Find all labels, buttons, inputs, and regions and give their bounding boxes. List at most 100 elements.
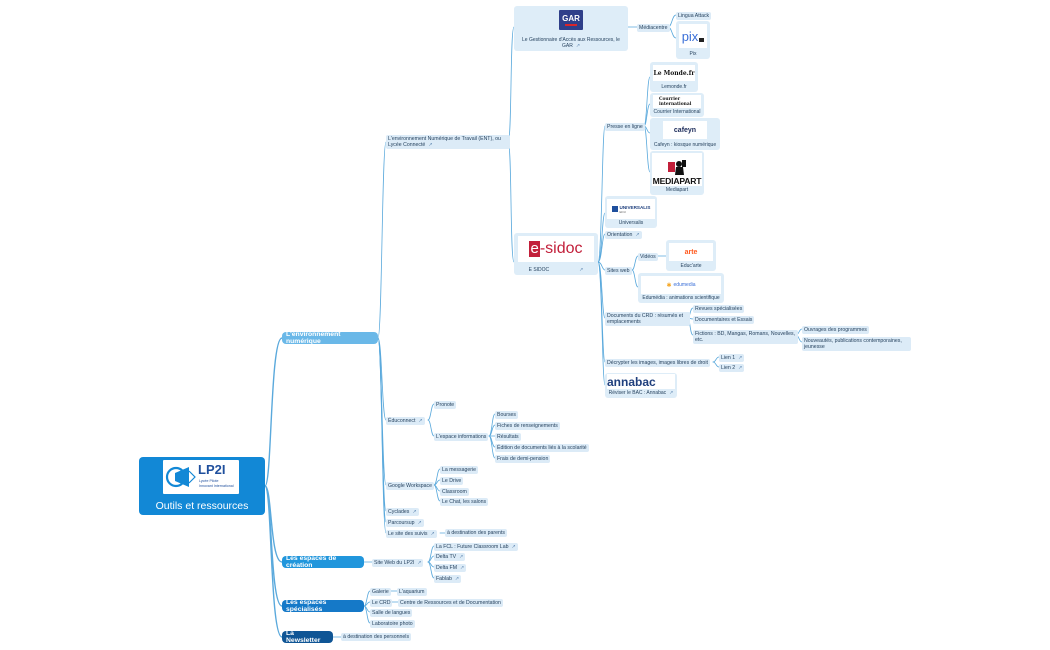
topic-messagerie[interactable]: La messagerie [440, 466, 479, 474]
topic-google-workspace[interactable]: Google Workspace [386, 482, 435, 490]
courrier-card[interactable]: Courrier international Courrier Internat… [650, 93, 704, 117]
topic-ent[interactable]: L'environnement Numérique de Travail (EN… [386, 135, 510, 149]
mediapart-card[interactable]: MEDIAPART Mediapart [650, 151, 704, 195]
topic-orientation[interactable]: Orientation↗ [605, 231, 642, 239]
topic-bourses[interactable]: Bourses [495, 411, 519, 419]
link-icon[interactable]: ↗ [454, 576, 460, 582]
topic-frais-demi-pension[interactable]: Frais de demi-pension [495, 455, 551, 463]
esidoc-caption: E SIDOC↗ [528, 267, 584, 273]
branch-label: L'environnement numérique [286, 331, 341, 345]
link-icon[interactable]: ↗ [460, 565, 465, 571]
topic-fiches-renseignements[interactable]: Fiches de renseignements [495, 422, 560, 430]
topic-site-web-lp2i[interactable]: Site Web du LP2I↗ [372, 559, 424, 567]
newsletter-note: à destination des personnels [341, 633, 412, 641]
link-icon[interactable]: ↗ [738, 355, 743, 361]
link-icon[interactable]: ↗ [412, 509, 417, 515]
link-icon[interactable]: ↗ [575, 43, 581, 49]
topic-documents-crd[interactable]: Documents du CRD : résumés et emplacemen… [605, 312, 690, 326]
root-topic[interactable]: LP2I Lycée Pilote Innovant International… [139, 457, 265, 515]
universalis-card[interactable]: UNIVERSALIS EDU Universalis [605, 196, 657, 228]
branch-espaces-creation[interactable]: Les espaces de création [282, 555, 364, 569]
edumedia-mark-icon: ✱ [666, 282, 672, 289]
link-icon[interactable]: ↗ [418, 418, 423, 424]
edumedia-card[interactable]: ✱ edumedia Edumédia : animations scienti… [638, 273, 724, 303]
link-icon[interactable]: ↗ [430, 531, 435, 537]
esidoc-card[interactable]: e -sidoc E SIDOC↗ [514, 233, 598, 275]
branch-label: Les espaces spécialisés [286, 599, 327, 613]
link-icon[interactable]: ↗ [635, 232, 640, 238]
link-icon[interactable]: ↗ [428, 142, 433, 148]
topic-delta-fm[interactable]: Delta FM↗ [434, 564, 467, 572]
branch-label: La Newsletter [286, 630, 321, 644]
educarte-card[interactable]: arte Educ'arte [666, 240, 716, 271]
educarte-logo: arte [669, 243, 713, 261]
gar-card[interactable]: GAR Le Gestionnaire d'Accès aux Ressourc… [514, 6, 628, 51]
courrier-caption: Courrier International [653, 109, 701, 115]
topic-classroom[interactable]: Classroom [440, 488, 469, 496]
topic-fablab[interactable]: Fablab↗ [434, 575, 462, 583]
topic-site-suivis[interactable]: Le site des suivis↗ [386, 530, 437, 538]
link-icon[interactable]: ↗ [579, 267, 584, 273]
logo-title: LP2I [198, 462, 226, 477]
lemonde-card[interactable]: Le Monde.fr Lemonde.fr [650, 62, 698, 92]
annabac-caption: Réviser le BAC : Annabac↗ [608, 390, 674, 396]
topic-fictions[interactable]: Fictions : BD, Mangas, Romans, Nouvelles… [693, 330, 798, 344]
courrier-logo: Courrier international [653, 95, 701, 108]
topic-pronote[interactable]: Pronote [434, 401, 457, 409]
lp2i-logo: LP2I Lycée Pilote Innovant International [163, 460, 239, 494]
edumedia-logo: ✱ edumedia [641, 276, 721, 294]
topic-crd[interactable]: Le CRD [370, 599, 393, 607]
esidoc-logo: e -sidoc [518, 236, 594, 262]
topic-lingua-attack[interactable]: Lingua Attack [676, 12, 712, 20]
link-icon[interactable]: ↗ [738, 365, 743, 371]
topic-laboratoire-photo[interactable]: Laboratoire photo [370, 620, 415, 628]
root-title: Outils et ressources [155, 500, 249, 512]
topic-fcl[interactable]: La FCL : Future Classroom Lab↗ [434, 543, 518, 551]
topic-ouvrages-programmes[interactable]: Ouvrages des programmes [802, 326, 869, 334]
topic-mediacentre[interactable]: Médiacentre [637, 24, 670, 32]
topic-crd-full[interactable]: Centre de Ressources et de Documentation [398, 599, 503, 607]
topic-delta-tv[interactable]: Delta TV↗ [434, 553, 466, 561]
topic-cyclades[interactable]: Cyclades↗ [386, 508, 419, 516]
branch-environnement-numerique[interactable]: L'environnement numérique [282, 331, 378, 345]
topic-parcoursup[interactable]: Parcoursup↗ [386, 519, 424, 527]
branch-newsletter[interactable]: La Newsletter [282, 630, 333, 644]
link-icon[interactable]: ↗ [511, 544, 516, 550]
topic-espace-informations[interactable]: L'espace informations [434, 433, 489, 441]
topic-nouveautes[interactable]: Nouveautés, publications contemporaines,… [802, 337, 911, 351]
cafeyn-caption: Cafeyn : kiosque numérique [653, 142, 717, 148]
link-icon[interactable]: ↗ [417, 560, 422, 566]
mediapart-caption: Mediapart [665, 187, 689, 193]
topic-educonnect[interactable]: Éduconnect↗ [386, 417, 425, 425]
cafeyn-card[interactable]: cafeyn Cafeyn : kiosque numérique [650, 118, 720, 150]
gar-logo: GAR [559, 10, 583, 30]
pix-logo: pix [679, 24, 707, 48]
topic-resultats[interactable]: Résultats [495, 433, 521, 441]
link-icon[interactable]: ↗ [669, 390, 674, 396]
topic-lien-1[interactable]: Lien 1↗ [719, 354, 745, 362]
topic-salle-langues[interactable]: Salle de langues [370, 609, 413, 617]
cafeyn-logo: cafeyn [663, 121, 707, 139]
pix-card[interactable]: pix Pix [676, 21, 710, 59]
topic-presse-en-ligne[interactable]: Presse en ligne [605, 123, 645, 131]
branch-espaces-specialises[interactable]: Les espaces spécialisés [282, 599, 364, 613]
topic-documentaires[interactable]: Documentaires et Essais [693, 316, 755, 324]
topic-sites-web[interactable]: Sites web [605, 267, 632, 275]
link-icon[interactable]: ↗ [417, 520, 422, 526]
gar-caption: Le Gestionnaire d'Accès aux Ressources, … [522, 37, 620, 49]
topic-chat-salons[interactable]: Le Chat, les salons [440, 498, 489, 506]
topic-edition-documents[interactable]: Édition de documents liés à la scolarité [495, 444, 589, 452]
topic-aquarium[interactable]: L'aquarium [397, 588, 427, 596]
annabac-card[interactable]: annabac Réviser le BAC : Annabac↗ [605, 373, 677, 398]
topic-videos[interactable]: Vidéos [638, 253, 658, 261]
topic-galerie[interactable]: Galerie [370, 588, 391, 596]
educarte-caption: Educ'arte [680, 263, 702, 269]
topic-decrypter-images[interactable]: Décrypter les images, images libres de d… [605, 359, 710, 367]
topic-lien-2[interactable]: Lien 2↗ [719, 364, 745, 372]
topic-label: L'environnement Numérique de Travail (EN… [388, 136, 501, 148]
topic-revues[interactable]: Revues spécialisées [693, 305, 745, 313]
link-icon[interactable]: ↗ [459, 554, 464, 560]
topic-drive[interactable]: Le Drive [440, 477, 464, 485]
